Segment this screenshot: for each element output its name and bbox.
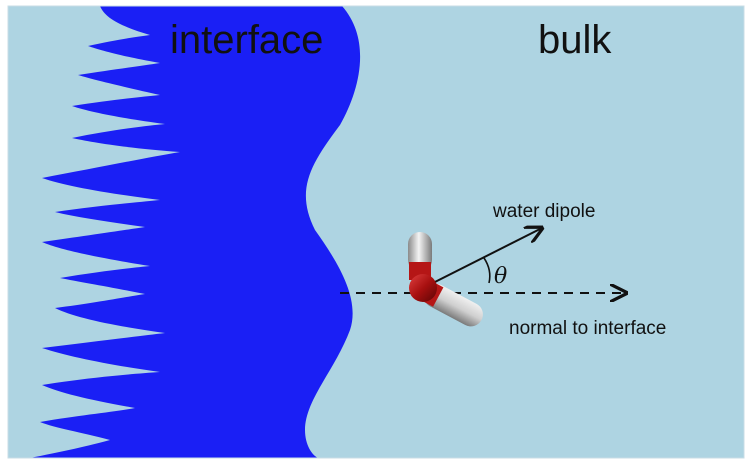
interface-region [30, 6, 361, 458]
oxygen-atom [409, 274, 437, 302]
bulk-label: bulk [538, 18, 612, 62]
frame-border [7, 5, 745, 459]
dipole-arrow [424, 228, 542, 288]
water-molecule [408, 232, 483, 327]
normal-label: normal to interface [509, 318, 666, 339]
theta-arc [483, 257, 491, 284]
water-dipole-label: water dipole [492, 201, 595, 222]
interface-label: interface [170, 18, 323, 62]
theta-symbol: θ [494, 264, 507, 289]
